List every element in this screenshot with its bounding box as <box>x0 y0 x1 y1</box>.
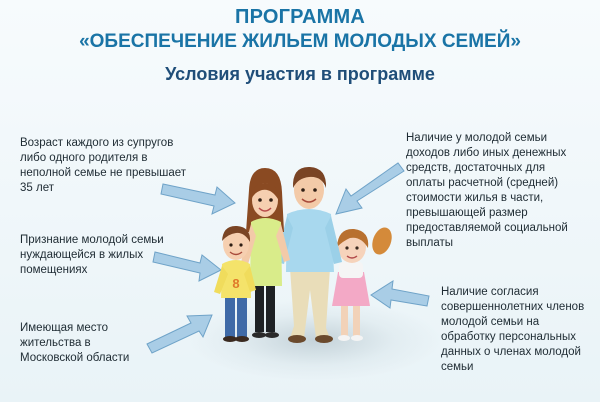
condition-need: Признание молодой семьи нуждающейся в жи… <box>20 234 164 276</box>
arrow-consent-icon <box>370 280 430 309</box>
arrow-residence-icon <box>146 314 213 354</box>
girl-figure <box>332 227 392 341</box>
arrow-income-icon <box>335 162 405 215</box>
boy-figure: 8 <box>214 225 256 342</box>
arrow-need-icon <box>152 251 222 282</box>
condition-consent: Наличие согласия совершеннолетних членов… <box>441 286 585 373</box>
boy-shirt-number: 8 <box>232 276 239 291</box>
page-subtitle: Условия участия в программе <box>165 64 435 84</box>
condition-income: Наличие у молодой семьи доходов либо ины… <box>406 132 568 249</box>
condition-age: Возраст каждого из супругов либо одного … <box>20 137 187 194</box>
program-label: ПРОГРАММА <box>235 6 365 28</box>
arrow-age-icon <box>160 183 236 215</box>
condition-residence: Имеющая место жительства в Московской об… <box>20 322 130 364</box>
program-title: «ОБЕСПЕЧЕНИЕ ЖИЛЬЕМ МОЛОДЫХ СЕМЕЙ» <box>79 31 521 52</box>
mother-figure <box>240 168 290 338</box>
